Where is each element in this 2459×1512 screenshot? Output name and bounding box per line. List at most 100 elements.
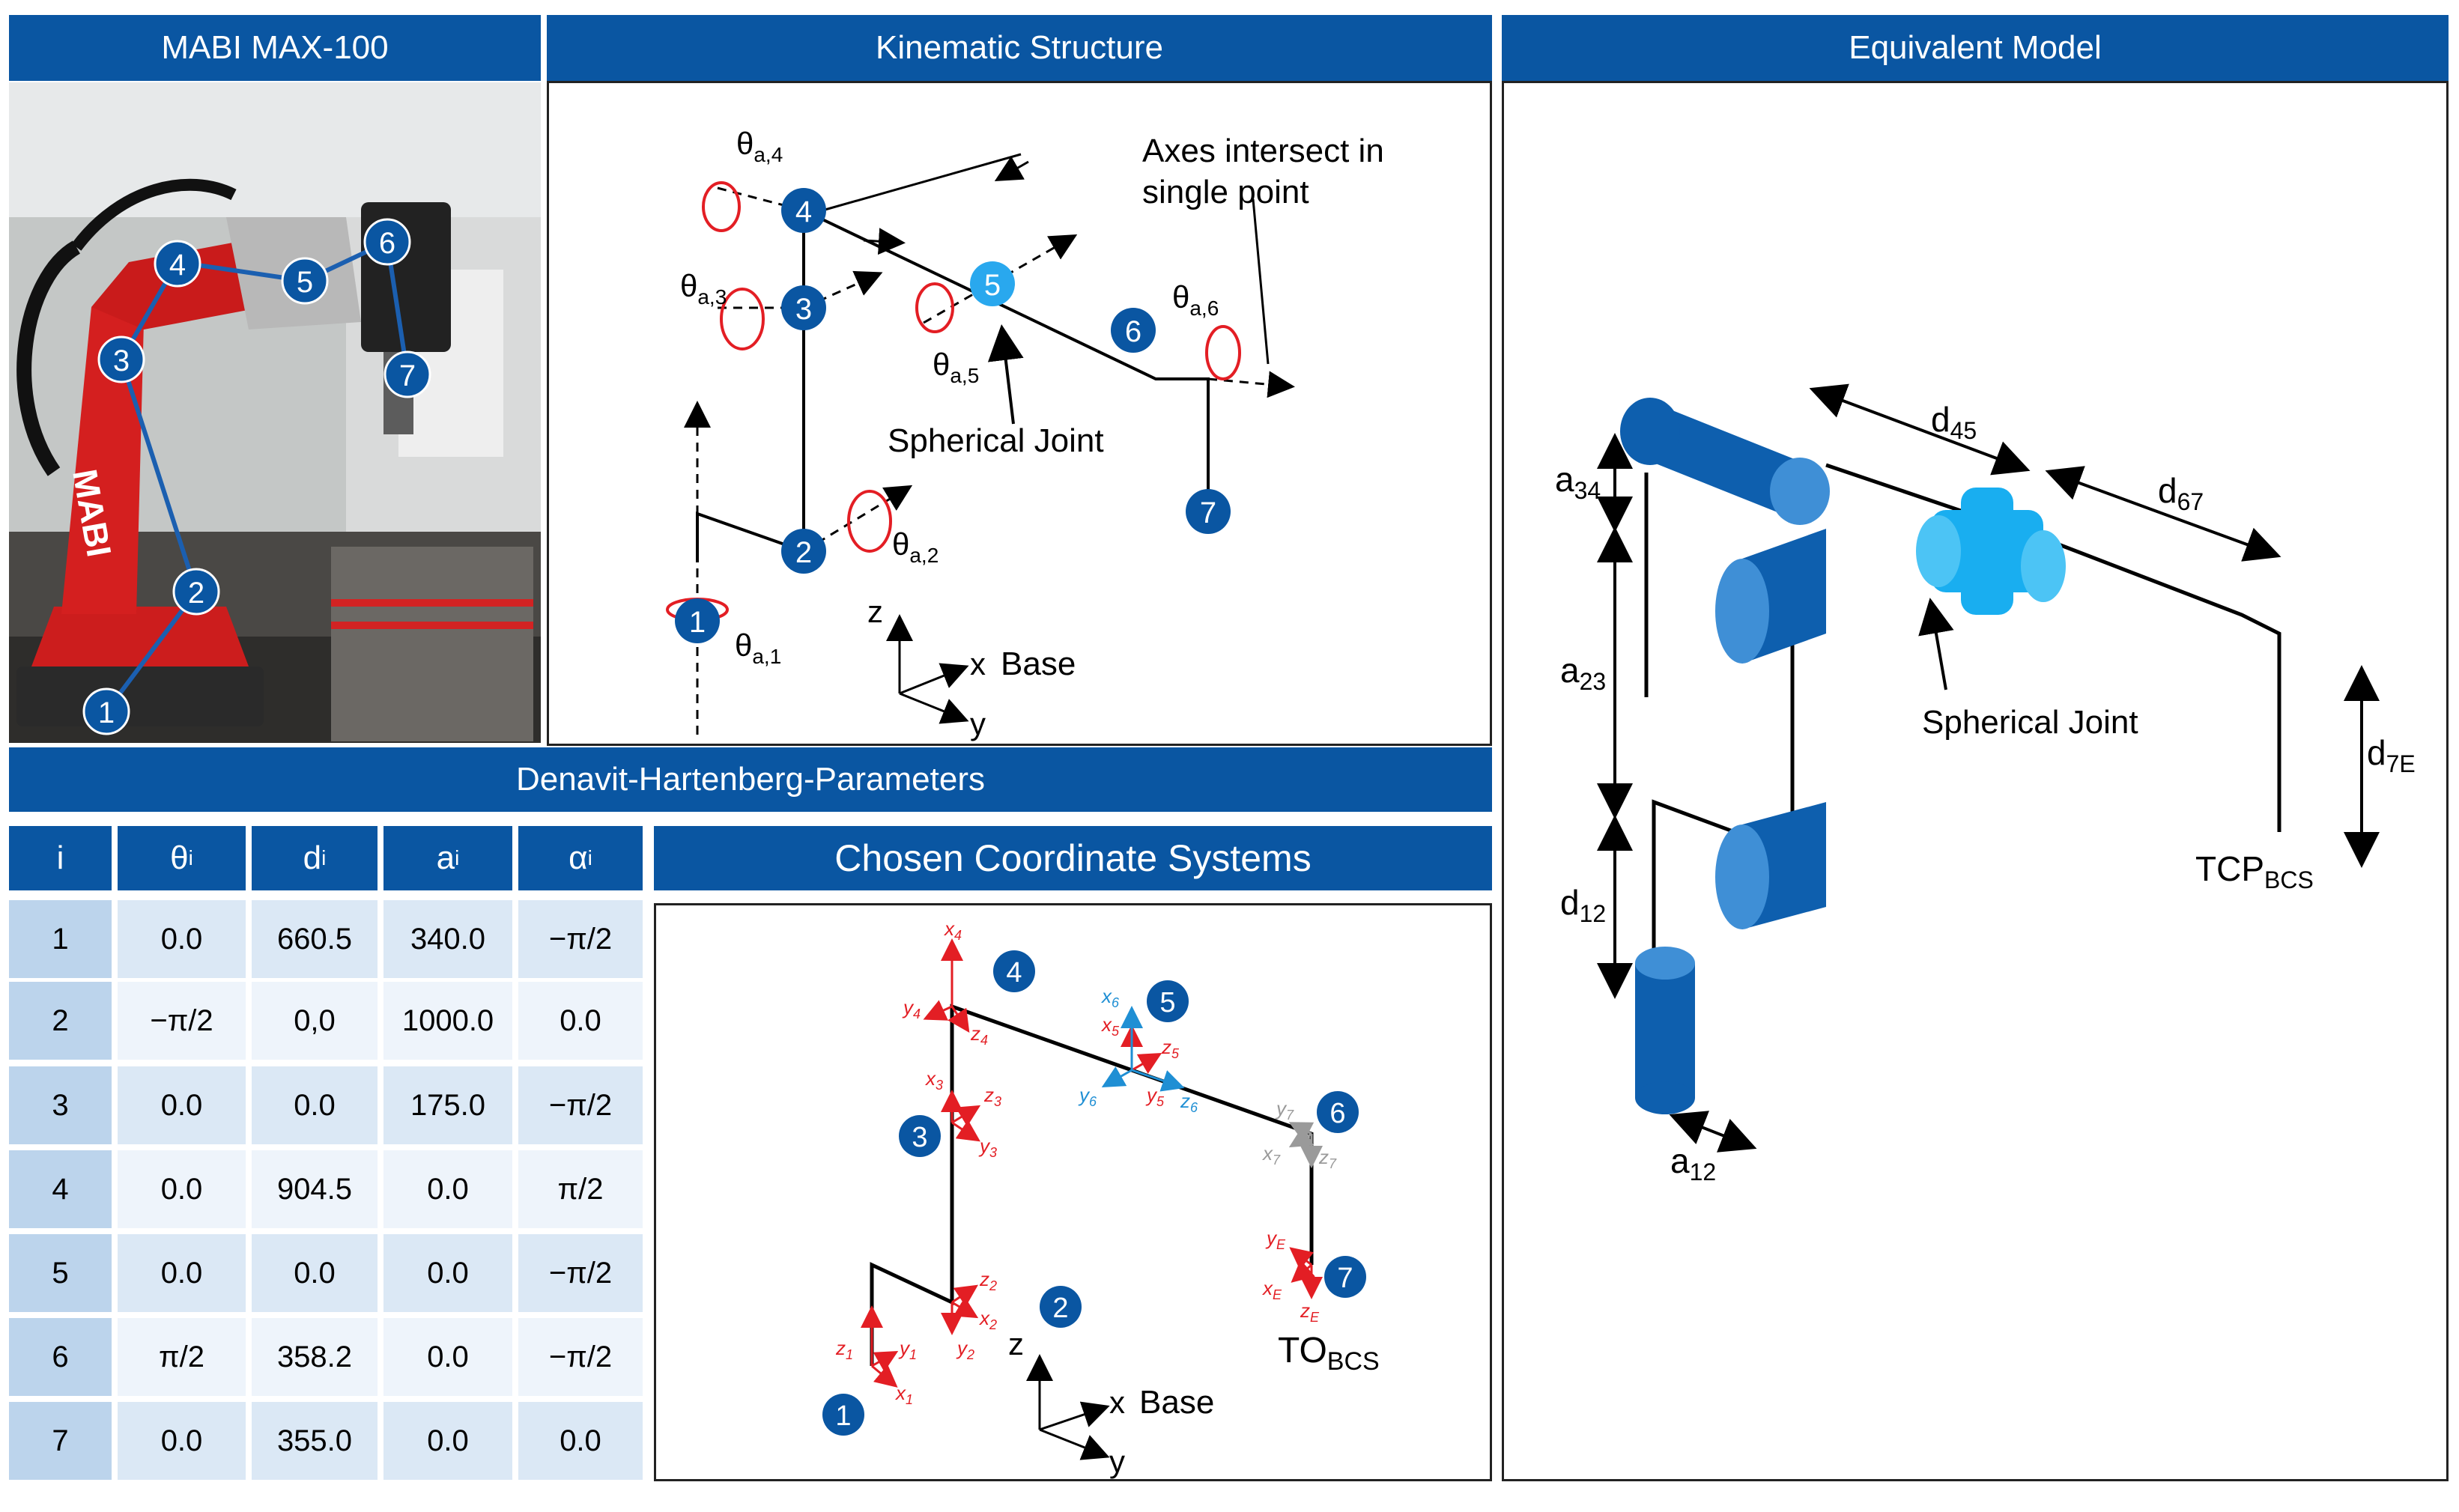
photo-joint-7-label: 7 (399, 359, 416, 392)
dh-cell: 660.5 (252, 900, 378, 978)
dh-row-index: 5 (9, 1234, 112, 1312)
frame-y1: y1 (898, 1337, 917, 1362)
eq-dim-a12: a12 (1670, 1141, 1716, 1185)
dh-header-title: Denavit-Hartenberg-Parameters (515, 761, 986, 798)
dh-cell: 0.0 (252, 1066, 378, 1144)
coords-diagram: z1 y1 x1 z2 x2 y2 x3 z3 y3 x4 y4 z4 x6 x… (822, 917, 1380, 1479)
photo-joint-1: 1 (82, 687, 130, 735)
equivalent-header: Equivalent Model (1502, 15, 2449, 81)
frame-z5: z5 (1161, 1036, 1180, 1061)
photo-joint-2-label: 2 (188, 577, 204, 610)
coord-joint-1-label: 1 (835, 1400, 851, 1432)
frame-z3: z3 (983, 1084, 1001, 1109)
frame-y7: y7 (1275, 1097, 1294, 1123)
frame-y5: y5 (1145, 1084, 1165, 1109)
dh-cell: −π/2 (518, 1318, 643, 1396)
kinematic-header-title: Kinematic Structure (876, 29, 1163, 66)
kin-joint-5-label: 5 (984, 269, 1001, 302)
frame-x5: x5 (1100, 1013, 1120, 1039)
kin-angle-3: θa,3 (680, 268, 727, 309)
kinematic-panel: 1 2 3 4 5 6 7 θa,1 θa,2 θa,3 θa,4 θa,5 θ… (547, 81, 1492, 746)
photo-joint-5: 5 (281, 257, 329, 305)
coords-header: Chosen Coordinate Systems (654, 826, 1492, 890)
frame-z6: z6 (1180, 1090, 1198, 1115)
dh-cell: 0.0 (118, 1150, 246, 1228)
frame-x7: x7 (1261, 1142, 1281, 1168)
dh-cell: 355.0 (252, 1402, 378, 1480)
frame-y4: y4 (902, 996, 921, 1021)
kin-joint-4-label: 4 (795, 195, 812, 228)
coord-joint-5-label: 5 (1159, 987, 1175, 1018)
coord-joint-7-label: 7 (1337, 1263, 1353, 1294)
photo-header: MABI MAX-100 (9, 15, 541, 81)
eq-tcp-label: TCPBCS (2195, 849, 2314, 893)
photo-joint-7: 7 (383, 350, 431, 398)
coord-joint-6-label: 6 (1329, 1098, 1345, 1129)
dh-row-index: 4 (9, 1150, 112, 1228)
kin-axis-x: x (970, 646, 986, 681)
kin-angle-1: θa,1 (735, 628, 781, 668)
coord-joint-7: 7 (1324, 1256, 1366, 1298)
eq-spherical-label: Spherical Joint (1922, 704, 2138, 741)
frame-z2: z2 (979, 1268, 997, 1293)
coords-panel: z1 y1 x1 z2 x2 y2 x3 z3 y3 x4 y4 z4 x6 x… (654, 903, 1492, 1481)
eq-cylinder-1 (1635, 947, 1695, 1114)
frame-ze: zE (1300, 1299, 1320, 1325)
photo-joint-2: 2 (172, 568, 220, 616)
kin-note-line1: Axes intersect in (1142, 133, 1384, 169)
dh-cell: 1000.0 (383, 982, 512, 1060)
kin-joint-3-label: 3 (795, 293, 812, 326)
coord-joint-2-label: 2 (1052, 1293, 1068, 1324)
kin-angle-5: θa,5 (933, 347, 979, 387)
equivalent-diagram: d45 d67 a34 a23 d12 a12 d7E Spherical Jo… (1555, 383, 2416, 1185)
eq-dim-d45: d45 (1931, 400, 1977, 444)
dh-cell: 0.0 (118, 1066, 246, 1144)
dh-cell: 0,0 (252, 982, 378, 1060)
dh-cell: 0.0 (118, 900, 246, 978)
kin-axis-y: y (970, 706, 986, 741)
dh-cell: 0.0 (518, 982, 643, 1060)
dh-row-index: 3 (9, 1066, 112, 1144)
photo-joint-3-label: 3 (113, 344, 130, 377)
dh-cell: 0.0 (252, 1234, 378, 1312)
coords-to-label: TOBCS (1278, 1331, 1380, 1376)
photo-header-title: MABI MAX-100 (161, 29, 389, 66)
dh-cell: π/2 (118, 1318, 246, 1396)
kin-joint-2: 2 (781, 529, 826, 574)
kin-joint-1: 1 (675, 598, 720, 643)
dh-row-index: 2 (9, 982, 112, 1060)
eq-dim-d12: d12 (1560, 883, 1606, 927)
frame-x3: x3 (924, 1067, 943, 1093)
eq-cylinder-2 (1715, 802, 1826, 929)
equivalent-header-title: Equivalent Model (1849, 29, 2102, 66)
kin-joint-7: 7 (1186, 489, 1231, 534)
coords-axis-z: z (1008, 1326, 1024, 1361)
eq-dim-d7e: d7E (2367, 733, 2416, 777)
kin-note-line2: single point (1142, 174, 1309, 210)
dh-row-index: 1 (9, 900, 112, 978)
kin-axis-z: z (867, 594, 883, 629)
photo-joint-3: 3 (97, 336, 145, 383)
coord-joint-5: 5 (1147, 980, 1189, 1022)
dh-cell: 0.0 (383, 1234, 512, 1312)
dh-cell: 0.0 (518, 1402, 643, 1480)
dh-cell: −π/2 (518, 900, 643, 978)
coords-axis-x: x (1109, 1385, 1125, 1420)
coords-axis-y: y (1109, 1444, 1125, 1479)
kinematic-header: Kinematic Structure (547, 15, 1492, 81)
frame-xe: xE (1261, 1277, 1282, 1302)
photo-joint-5-label: 5 (297, 266, 313, 299)
dh-cell: 340.0 (383, 900, 512, 978)
coord-joint-2: 2 (1040, 1286, 1082, 1328)
kin-joint-1-label: 1 (689, 606, 706, 639)
frame-z1: z1 (835, 1337, 853, 1362)
dh-cell: 0.0 (383, 1402, 512, 1480)
photo-joint-4: 4 (154, 240, 201, 288)
coords-header-title: Chosen Coordinate Systems (834, 837, 1312, 879)
coord-joint-6: 6 (1317, 1091, 1359, 1133)
frame-z7: z7 (1318, 1146, 1337, 1171)
frame-x6: x6 (1100, 985, 1120, 1010)
kinematic-diagram: 1 2 3 4 5 6 7 θa,1 θa,2 θa,3 θa,4 θa,5 θ… (666, 126, 1384, 741)
dh-cell: −π/2 (118, 982, 246, 1060)
